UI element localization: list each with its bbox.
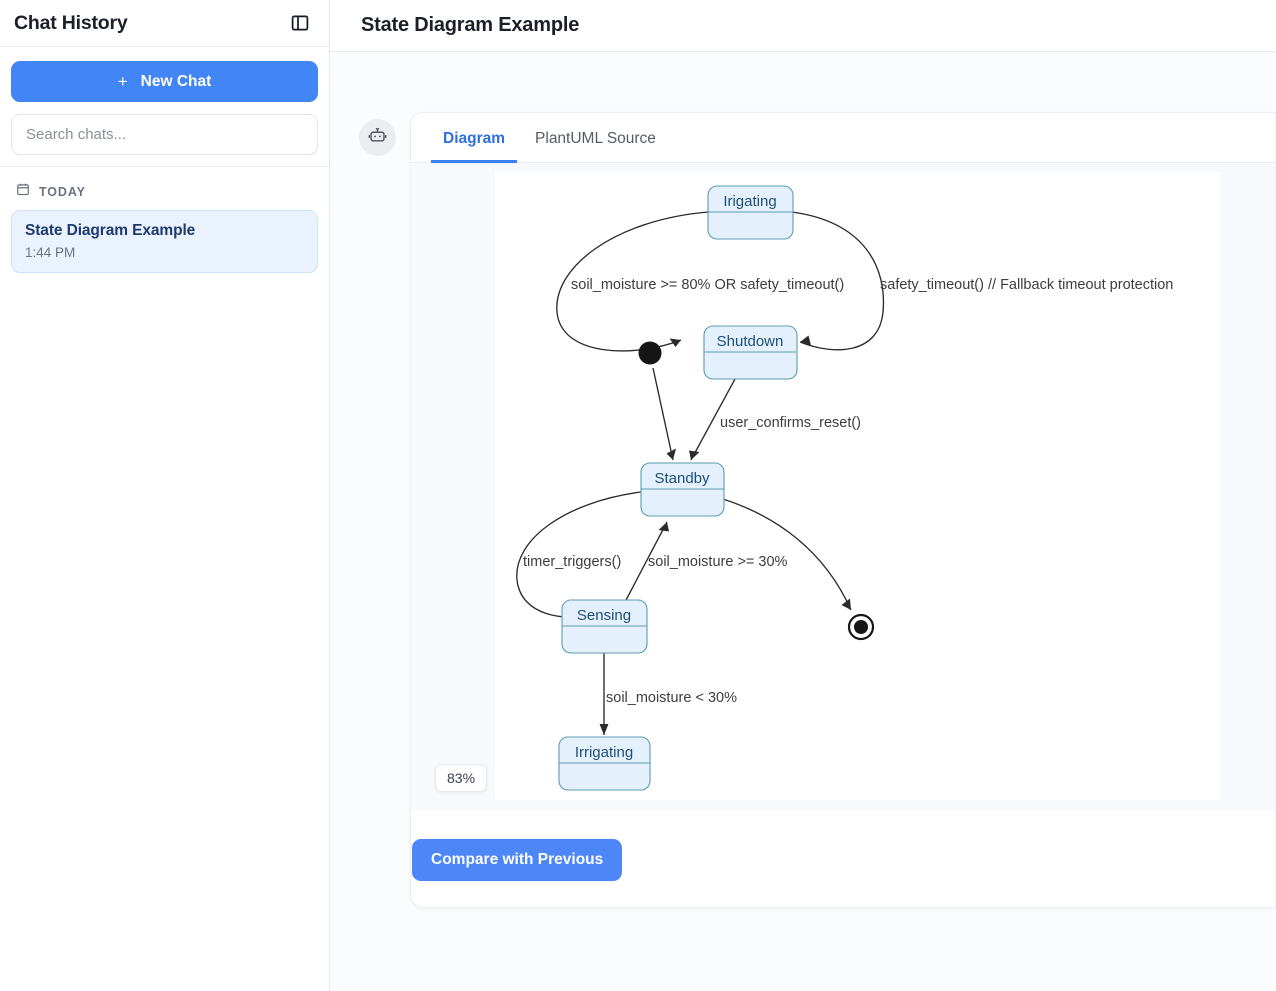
edge-irigating-shutdown-right	[791, 211, 885, 351]
sidebar-header: Chat History	[0, 0, 329, 47]
edge-sensing-standby	[624, 521, 669, 603]
edge-standby-end	[712, 495, 852, 611]
calendar-icon	[16, 182, 30, 201]
final-state-node[interactable]	[847, 613, 875, 641]
edge-label-7: soil_moisture < 30%	[606, 690, 737, 706]
plus-icon: +	[117, 72, 128, 91]
avatar	[359, 119, 396, 156]
diagram-card: Diagram PlantUML Source 83%	[410, 112, 1276, 908]
card-footer: Compare with Previous	[411, 811, 1275, 907]
tab-diagram[interactable]: Diagram	[431, 113, 518, 163]
sidebar: Chat History + New Chat	[0, 0, 330, 991]
search-input[interactable]	[11, 114, 318, 155]
edge-shutdown-standby	[689, 378, 736, 461]
svg-text:Sensing: Sensing	[577, 607, 631, 624]
tab-plantuml-source[interactable]: PlantUML Source	[535, 130, 656, 147]
main-header: State Diagram Example	[330, 0, 1276, 52]
assistant-message: Diagram PlantUML Source 83%	[359, 112, 1276, 908]
diagram-canvas[interactable]: soil_moisture >= 80% OR safety_timeout()…	[495, 172, 1220, 800]
svg-text:Shutdown: Shutdown	[717, 333, 784, 350]
state-node-standby[interactable]: Standby	[640, 462, 725, 517]
svg-text:Standby: Standby	[654, 470, 710, 487]
edge-label-3: user_confirms_reset()	[720, 415, 861, 431]
state-node-irigating[interactable]: Irigating	[707, 185, 794, 240]
state-node-shutdown[interactable]: Shutdown	[703, 325, 798, 380]
sidebar-group-header: TODAY	[0, 167, 329, 210]
state-node-sensing[interactable]: Sensing	[561, 599, 648, 654]
edge-start-standby	[652, 367, 676, 461]
chat-list-item-state-diagram-example[interactable]: State Diagram Example 1:44 PM	[11, 210, 318, 273]
sidebar-title: Chat History	[14, 11, 128, 34]
edge-label-5: soil_moisture >= 30%	[648, 554, 788, 570]
state-node-irrigating[interactable]: Irrigating	[558, 736, 651, 791]
edge-label-1: safety_timeout() // Fallback timeout pro…	[880, 277, 1173, 293]
edge-irigating-shutdown-left	[556, 211, 709, 352]
panel-left-icon[interactable]	[287, 10, 313, 36]
chat-list: State Diagram Example 1:44 PM	[0, 210, 329, 273]
message-thread: Diagram PlantUML Source 83%	[330, 52, 1276, 991]
sidebar-actions: + New Chat	[0, 47, 329, 167]
state-diagram-svg: soil_moisture >= 80% OR safety_timeout()…	[516, 185, 1173, 791]
svg-text:Irrigating: Irrigating	[575, 744, 633, 761]
chat-item-title: State Diagram Example	[25, 222, 196, 239]
card-tabs: Diagram PlantUML Source	[411, 113, 1275, 163]
new-chat-label: New Chat	[140, 72, 212, 90]
chat-item-time: 1:44 PM	[25, 245, 76, 260]
new-chat-button[interactable]: + New Chat	[11, 61, 318, 102]
diagram-viewport[interactable]: 83%	[411, 163, 1275, 811]
compare-with-previous-button[interactable]: Compare with Previous	[412, 839, 623, 881]
robot-icon	[368, 126, 387, 150]
initial-state-node[interactable]	[638, 341, 662, 365]
edge-label-0: soil_moisture >= 80% OR safety_timeout()	[571, 277, 844, 293]
page-title: State Diagram Example	[361, 14, 580, 36]
edge-sensing-irrigating	[599, 646, 609, 735]
svg-text:Irigating: Irigating	[723, 193, 776, 210]
sidebar-group-label: TODAY	[39, 184, 86, 199]
edge-label-4: timer_triggers()	[523, 554, 621, 570]
main-panel: State Diagram Example	[330, 0, 1276, 991]
zoom-level-badge[interactable]: 83%	[435, 764, 488, 792]
